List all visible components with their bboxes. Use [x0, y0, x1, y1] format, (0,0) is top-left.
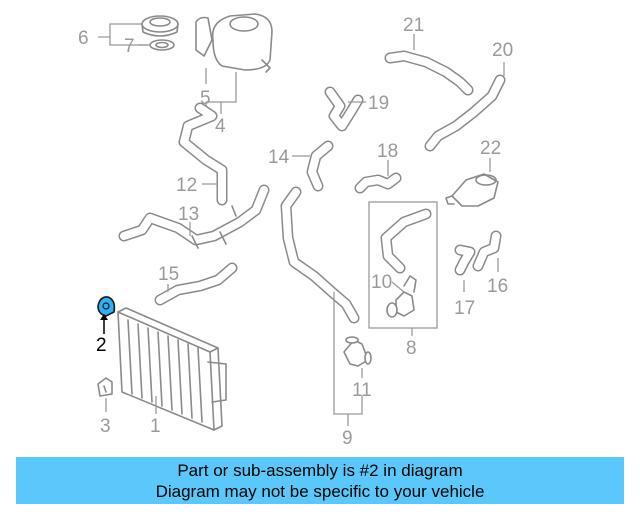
part-9-lower-hose[interactable] [280, 186, 360, 324]
callout-21: 21 [403, 15, 424, 36]
callout-16: 16 [487, 276, 508, 297]
callout-12: 12 [176, 175, 197, 196]
part-11-connector[interactable] [343, 336, 372, 367]
callout-6: 6 [78, 28, 89, 49]
callout-17: 17 [454, 298, 475, 319]
part-3-bracket[interactable] [97, 377, 113, 397]
part-19-hose[interactable] [324, 86, 364, 132]
part-15-radiator-hose[interactable] [154, 262, 238, 306]
callout-13: 13 [178, 204, 199, 225]
part-7-seal-ring[interactable] [149, 39, 175, 51]
callout-10: 10 [371, 272, 392, 293]
part-10-connector[interactable] [386, 275, 417, 318]
part-22-thermostat-housing[interactable] [445, 173, 499, 207]
part-20-hose[interactable] [424, 74, 506, 152]
caption-bar: Part or sub-assembly is #2 in diagram Di… [16, 457, 624, 504]
callout-11: 11 [352, 380, 372, 401]
callout-19: 19 [368, 93, 389, 114]
part-1-radiator[interactable] [117, 307, 227, 431]
part-6-reservoir-cap[interactable] [141, 15, 179, 37]
callout-20: 20 [492, 40, 513, 61]
callout-4: 4 [215, 116, 226, 137]
leader-9 [333, 292, 363, 426]
callout-8: 8 [406, 338, 417, 359]
callout-7: 7 [124, 36, 135, 57]
leader-10 [391, 281, 405, 293]
part-17-hose[interactable] [454, 244, 476, 276]
leader-6 [98, 23, 150, 46]
part-5-expansion-tank[interactable] [195, 13, 273, 73]
caption-line-2: Diagram may not be specific to your vehi… [155, 482, 485, 501]
leader-2-arrowhead [100, 314, 108, 320]
caption-line-1: Part or sub-assembly is #2 in diagram [177, 461, 463, 480]
part-2-radiator-mount[interactable] [97, 296, 116, 317]
callout-22: 22 [480, 138, 501, 159]
callout-1: 1 [150, 416, 161, 437]
callout-2: 2 [96, 335, 107, 356]
callout-5: 5 [200, 88, 211, 109]
callout-9: 9 [342, 428, 353, 449]
callout-14: 14 [268, 147, 290, 168]
part-14-hose[interactable] [306, 140, 334, 192]
part-16-hose[interactable] [472, 230, 502, 272]
part-13-coolant-pipe[interactable] [118, 184, 270, 249]
part-12-coolant-hose[interactable] [178, 102, 228, 206]
callout-18: 18 [377, 141, 398, 162]
part-21-hose[interactable] [384, 50, 474, 96]
callout-15: 15 [158, 264, 179, 285]
part-8-upper-hose[interactable] [380, 208, 432, 274]
part-8-group-box [368, 201, 438, 329]
callout-3: 3 [100, 416, 111, 437]
part-18-hose[interactable] [354, 172, 402, 194]
